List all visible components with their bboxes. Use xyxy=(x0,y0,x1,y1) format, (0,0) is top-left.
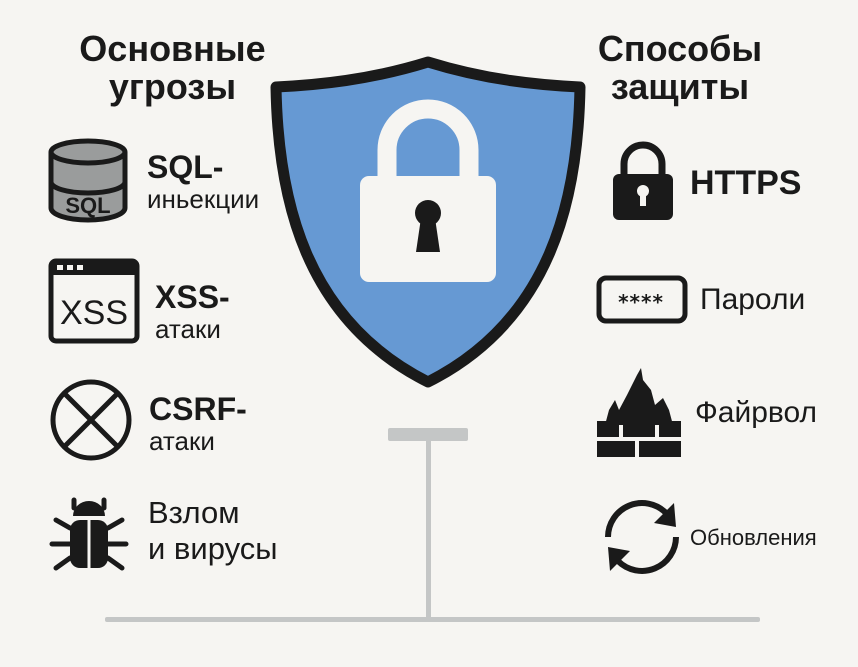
threat-item-sql-injection: SQL- иньекции xyxy=(147,150,259,214)
defense-label-updates: Обновления xyxy=(690,525,817,550)
threat-label-line1: XSS- xyxy=(155,279,230,315)
browser-xss-label: XSS xyxy=(60,294,128,332)
threat-item-xss: XSS- атаки xyxy=(155,280,230,344)
defense-label-passwords: Пароли xyxy=(700,283,806,316)
defenses-heading-line2: защиты xyxy=(610,66,750,107)
shield-lock-icon xyxy=(360,99,496,282)
password-field-icon: **** xyxy=(596,275,688,324)
bug-icon xyxy=(49,497,129,571)
stand-post xyxy=(426,440,431,620)
database-sql-label: SQL xyxy=(65,193,110,218)
threats-heading-line1: Основные xyxy=(79,28,266,69)
refresh-icon xyxy=(605,500,679,574)
password-field-mask: **** xyxy=(618,290,664,314)
defenses-heading-line1: Способы xyxy=(597,28,763,69)
database-sql-icon: SQL xyxy=(48,138,128,223)
threat-item-csrf: CSRF- атаки xyxy=(149,392,247,456)
threat-label-line2: иньекции xyxy=(147,184,260,214)
threats-heading: Основные угрозы xyxy=(55,30,290,106)
threat-item-hacking-viruses: Взлом и вирусы xyxy=(148,495,278,567)
defenses-heading: Способы защиты xyxy=(575,30,785,106)
threat-label-line1: Взлом xyxy=(148,495,240,530)
defense-label-https: HTTPS xyxy=(690,164,802,202)
stand-bar xyxy=(388,428,468,441)
stand-base xyxy=(105,617,760,622)
firewall-icon xyxy=(597,368,681,457)
threat-label-line2: атаки xyxy=(149,426,215,456)
threat-label-line1: SQL- xyxy=(147,149,224,185)
defense-label-firewall: Файрвол xyxy=(695,396,818,429)
padlock-icon xyxy=(613,141,673,220)
threat-label-line2: и вирусы xyxy=(148,531,278,566)
browser-xss-icon: XSS xyxy=(48,258,140,344)
threat-label-line1: CSRF- xyxy=(149,391,247,427)
threats-heading-line2: угрозы xyxy=(108,66,237,107)
crossed-circle-icon xyxy=(50,379,132,461)
threat-label-line2: атаки xyxy=(155,314,221,344)
